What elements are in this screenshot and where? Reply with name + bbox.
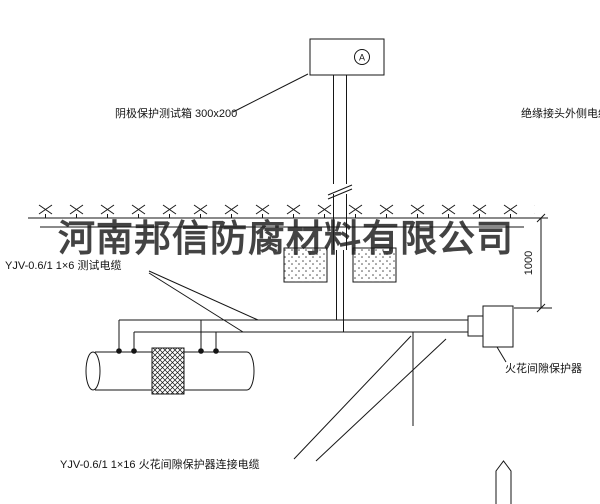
ground-hatch-marks bbox=[30, 203, 535, 218]
leader-test-box bbox=[232, 73, 309, 113]
riser-conduit bbox=[327, 75, 353, 250]
cable-runs bbox=[119, 250, 468, 426]
annotation-texts: 阴极保护测试箱 300x200 绝缘接头外侧电缆 YJV-0.6/1 1×6 测… bbox=[5, 106, 600, 471]
ground-surface bbox=[28, 203, 548, 228]
spark-gap-stem bbox=[467, 315, 484, 337]
pipe-end-left bbox=[85, 351, 101, 391]
ammeter-letter: A bbox=[359, 53, 365, 63]
leader-test-cable-1 bbox=[148, 270, 259, 321]
ammeter-circle bbox=[354, 49, 370, 65]
annotation-leaders bbox=[148, 73, 507, 462]
test-box-outline bbox=[309, 38, 385, 76]
concrete-block-right-fill bbox=[353, 248, 396, 282]
pipe-break-gap bbox=[330, 184, 350, 194]
depth-dimension: 1000 bbox=[514, 213, 552, 313]
dimension-tick-bottom bbox=[536, 303, 546, 313]
label-spark-gap-cable: YJV-0.6/1 1×16 火花间隙保护器连接电缆 bbox=[60, 457, 260, 471]
weld-cable-stubs bbox=[118, 320, 217, 351]
leader-spark-gap bbox=[496, 346, 507, 363]
cathodic-test-box: A bbox=[309, 38, 385, 76]
label-test-cable: YJV-0.6/1 1×6 测试电缆 bbox=[5, 259, 121, 272]
spark-gap-protector bbox=[467, 305, 514, 348]
concrete-block-left-fill bbox=[284, 248, 327, 282]
pipe-break-mark bbox=[327, 188, 353, 200]
anode-symbol bbox=[495, 460, 512, 504]
bottom-right-symbol bbox=[495, 460, 512, 504]
concrete-anchor-blocks bbox=[283, 247, 397, 283]
spark-gap-body bbox=[482, 305, 514, 348]
dimension-value: 1000 bbox=[523, 251, 535, 275]
pipe-end-right bbox=[246, 351, 255, 391]
pipe-break-mark bbox=[327, 184, 353, 196]
dimension-tick-top bbox=[536, 213, 546, 223]
label-test-box: 阴极保护测试箱 300x200 bbox=[115, 106, 237, 120]
label-insulation-joint-outer-cable: 绝缘接头外侧电缆 bbox=[521, 106, 600, 120]
pipeline bbox=[85, 320, 255, 395]
leader-test-cable-2 bbox=[148, 272, 244, 333]
insulating-joint-hatch bbox=[152, 348, 184, 394]
label-spark-gap: 火花间隙保护器 bbox=[505, 361, 582, 375]
leader-spark-cable-2 bbox=[315, 338, 447, 462]
leader-spark-cable-1 bbox=[293, 335, 412, 460]
